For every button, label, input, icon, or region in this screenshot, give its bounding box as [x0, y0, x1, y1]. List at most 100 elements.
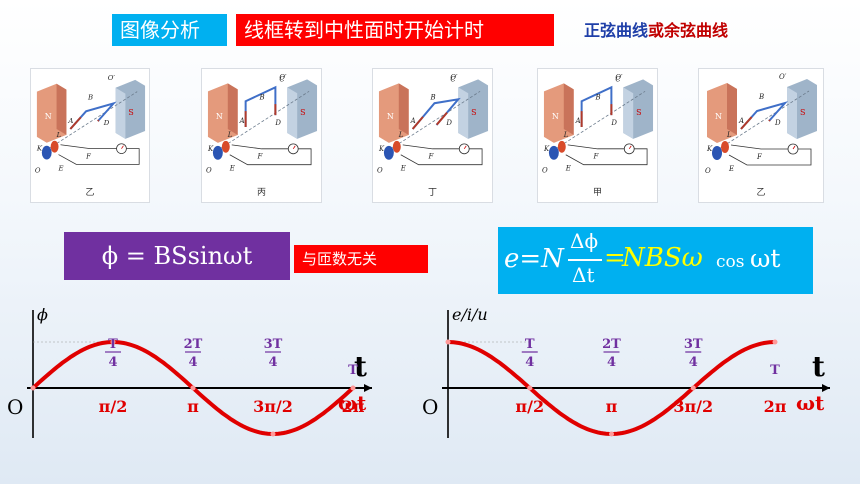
emf-nbs-omega: NBSω — [622, 243, 703, 273]
angle-tick-label: 3π/2 — [253, 397, 293, 416]
emf-fraction-bar — [568, 259, 602, 261]
label-s: S — [471, 108, 476, 117]
time-tick-denominator: 4 — [525, 355, 534, 370]
point-label-e: E — [58, 164, 64, 172]
point-label-b: B — [758, 93, 764, 101]
point-label-a: A — [575, 117, 581, 125]
circuit-wire — [728, 144, 812, 166]
time-tick-numerator: T — [108, 337, 118, 352]
flux-note: 与匝数无关 — [294, 245, 428, 273]
axis-label-omega-t: ωt — [338, 391, 367, 415]
axis-label-omega-t: ωt — [796, 391, 825, 415]
point-label-d: D — [445, 119, 452, 127]
slip-ring — [548, 145, 559, 160]
data-point — [110, 339, 116, 345]
tag-timing-condition: 线框转到中性面时开始计时 — [236, 14, 554, 46]
slip-ring — [383, 145, 394, 160]
point-label-o: O — [35, 166, 41, 174]
label-n: N — [45, 112, 52, 121]
magnet-south-face — [623, 87, 634, 139]
data-point — [445, 339, 451, 345]
point-label-b: B — [595, 93, 601, 101]
label-s: S — [300, 108, 305, 117]
data-point — [190, 385, 196, 391]
point-label-k: K — [207, 145, 214, 153]
angle-tick-label: 2π — [342, 397, 365, 416]
slip-ring — [392, 140, 401, 153]
point-label-c: C — [450, 75, 456, 83]
point-label-k: K — [36, 145, 43, 153]
slip-ring — [50, 140, 59, 153]
time-tick-numerator: 3T — [264, 337, 283, 352]
emf-equals: = — [604, 243, 626, 273]
meter-icon — [116, 143, 127, 154]
slip-ring — [721, 141, 729, 153]
point-label-b: B — [259, 93, 265, 101]
point-label-e: E — [229, 165, 235, 173]
point-label-l: L — [563, 131, 569, 139]
point-label-o: O — [705, 167, 711, 175]
coil-blue — [411, 97, 461, 130]
circuit-wire — [229, 144, 312, 166]
angle-tick-label: 2π — [764, 397, 787, 416]
point-label-e: E — [728, 165, 734, 173]
point-label-a: A — [410, 117, 416, 125]
time-tick-numerator: 3T — [684, 337, 703, 352]
time-tick-label: T — [770, 363, 780, 378]
angle-tick-label: π/2 — [99, 397, 128, 416]
point-label-e: E — [565, 165, 571, 173]
point-label-a: A — [738, 117, 744, 125]
y-axis-label: e/i/u — [452, 305, 488, 324]
point-label-o: O — [542, 167, 548, 175]
magnet-south-face — [458, 87, 469, 139]
circuit-wire — [400, 144, 483, 166]
point-label-d: D — [103, 119, 110, 127]
label-n: N — [715, 112, 722, 121]
data-point — [527, 385, 533, 391]
data-point — [350, 385, 356, 391]
point-label-oprime: O′ — [779, 73, 787, 81]
time-tick-denominator: 4 — [689, 355, 698, 370]
x-axis-arrow — [364, 384, 372, 392]
label-s: S — [636, 108, 641, 117]
magnet-north-side — [398, 83, 409, 135]
point-label-b: B — [87, 94, 93, 102]
angle-tick-label: 3π/2 — [673, 397, 713, 416]
point-label-oprime: O′ — [615, 73, 623, 81]
point-label-l: L — [56, 131, 62, 139]
point-label-o: O — [206, 167, 212, 175]
point-label-o: O — [377, 167, 383, 175]
data-point — [270, 431, 276, 437]
emf-denominator: Δt — [572, 263, 595, 287]
angle-tick-label: π/2 — [515, 397, 544, 416]
emf-omega-t: ωt — [750, 244, 781, 273]
point-label-oprime: O′ — [108, 74, 116, 82]
meter-needle — [463, 145, 467, 150]
time-tick-label: T — [348, 363, 358, 378]
time-tick-denominator: 4 — [188, 355, 197, 370]
point-label-e: E — [400, 165, 406, 173]
slip-ring — [41, 145, 52, 160]
data-point — [690, 385, 696, 391]
circuit-wire — [58, 144, 140, 165]
rotation-axis — [219, 90, 310, 150]
magnet-north-side — [563, 83, 574, 135]
magnet-south-face — [287, 87, 298, 139]
point-label-d: D — [774, 119, 781, 127]
magnet-north-side — [56, 83, 67, 135]
rotation-axis — [390, 90, 481, 150]
meter-needle — [628, 145, 632, 150]
data-point — [609, 431, 615, 437]
coil-red — [69, 101, 117, 130]
panel-caption: 丁 — [427, 188, 437, 198]
time-tick-denominator: 4 — [268, 355, 277, 370]
panel-caption: 甲 — [592, 188, 602, 198]
subtitle-cosine: 或余弦曲线 — [648, 21, 729, 40]
panel-caption: 乙 — [85, 188, 95, 198]
